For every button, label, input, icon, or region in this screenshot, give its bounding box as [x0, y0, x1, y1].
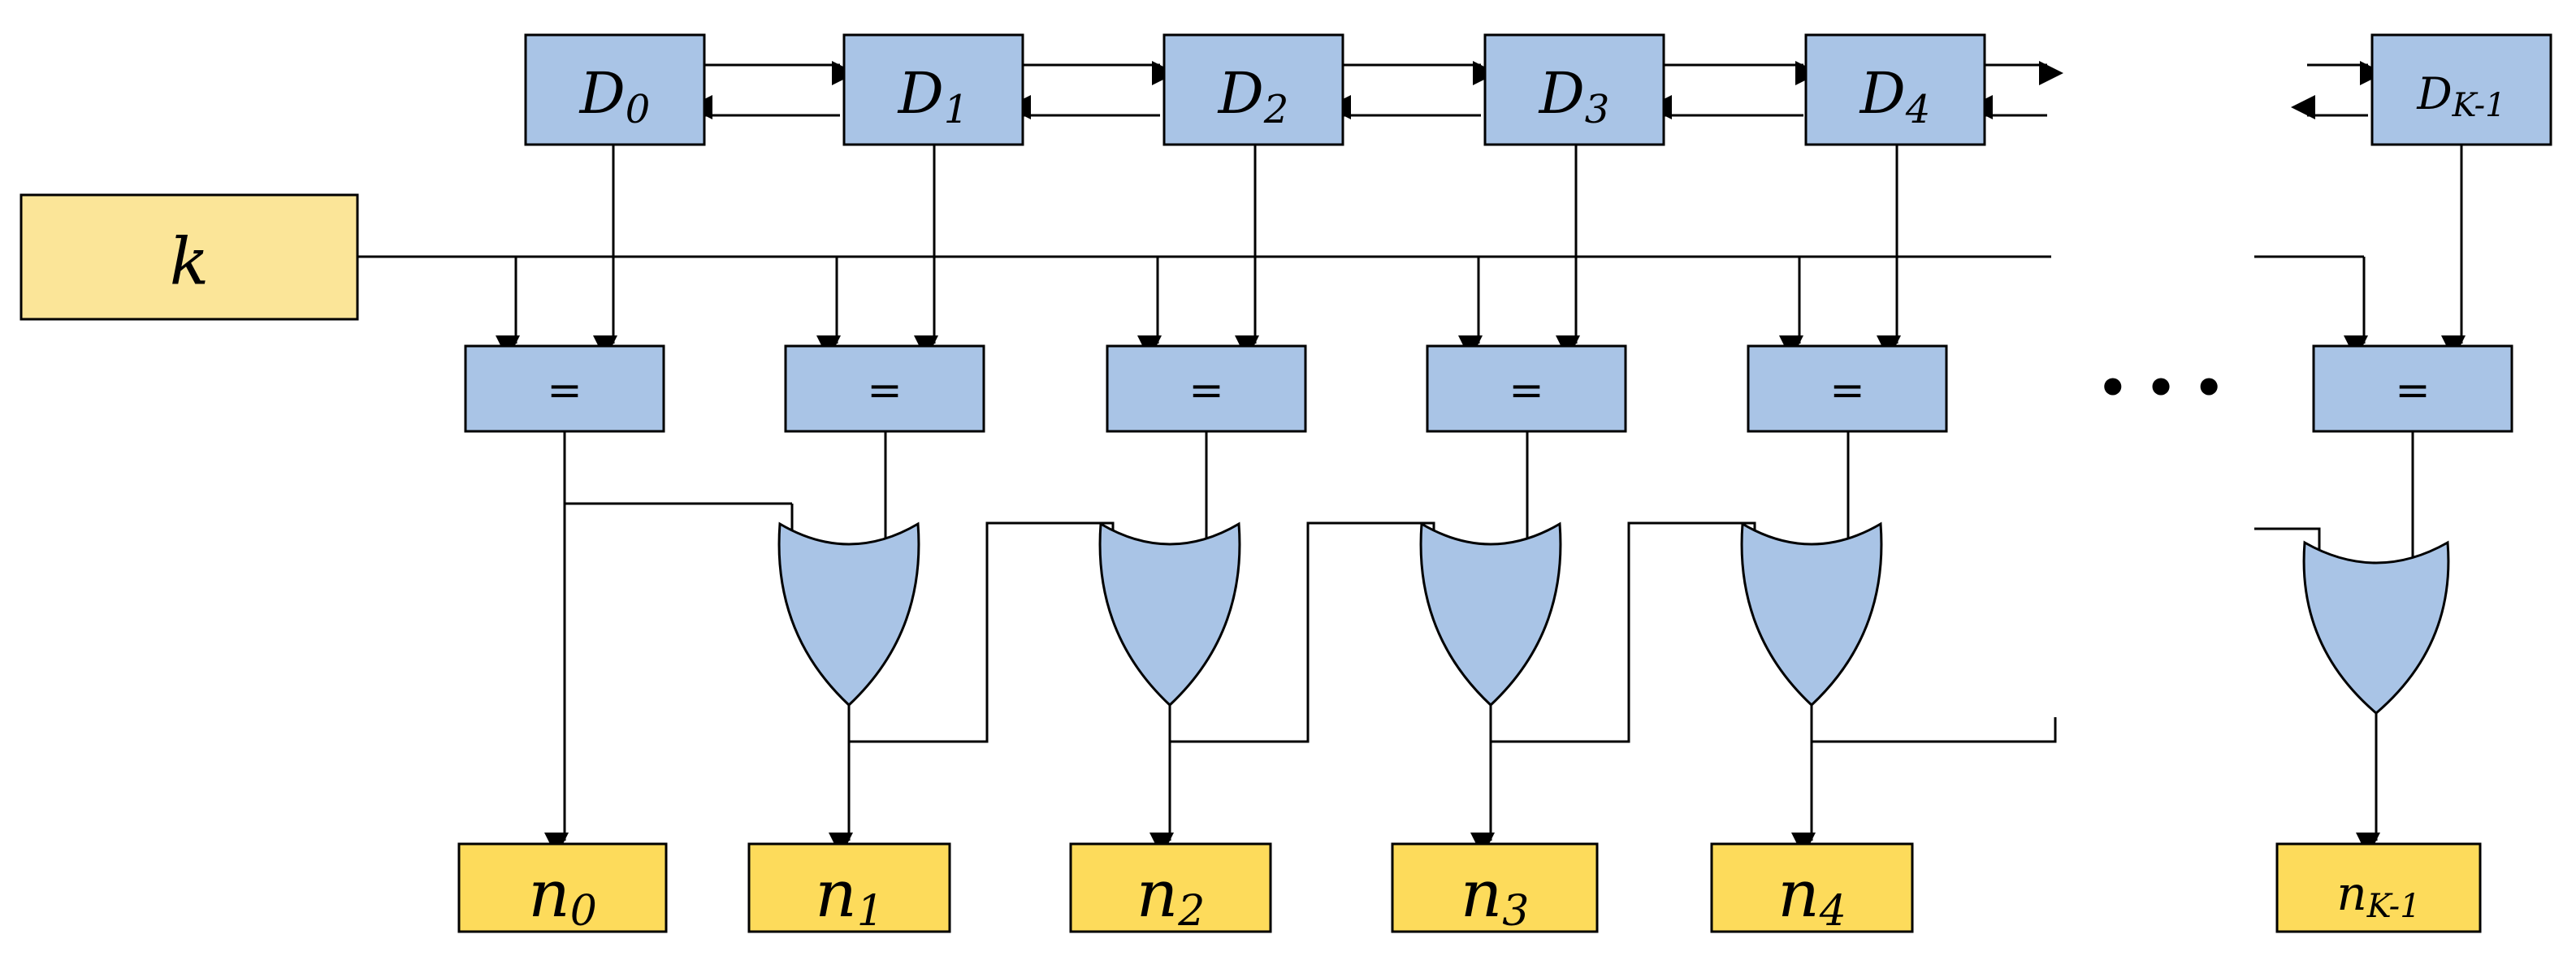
- output-n2-box: [1069, 842, 1272, 933]
- output-n3-box: [1391, 842, 1599, 933]
- register-d1-box: [842, 33, 1024, 146]
- output-label: n1: [815, 856, 884, 937]
- output-label: n0: [528, 856, 597, 937]
- register-to-comparator-arrows: [593, 145, 2466, 360]
- comparator-equals-label: =: [867, 366, 903, 415]
- output-n0-box: [457, 842, 668, 933]
- comparator-equals-label: =: [1829, 366, 1865, 415]
- register-label: D3: [1538, 60, 1610, 132]
- comparator-box: [1106, 344, 1307, 433]
- register-label: D2: [1217, 60, 1289, 132]
- output-n1-box: [747, 842, 951, 933]
- comparator-equals-label: =: [547, 366, 582, 415]
- output-n4-box: [1710, 842, 1914, 933]
- k-bus: [357, 255, 2368, 360]
- comparator-box: [1426, 344, 1627, 433]
- or-gates: [777, 521, 2450, 715]
- input-k-label: k: [170, 224, 209, 300]
- comparator-box: [464, 344, 665, 433]
- comparator-equals-label: =: [2395, 366, 2431, 415]
- register-label: D0: [578, 60, 651, 132]
- comparator-box: [784, 344, 985, 433]
- input-k-box: [19, 193, 359, 321]
- register-label: D1: [897, 60, 969, 132]
- output-label: n4: [1777, 856, 1846, 937]
- or-gate: [1098, 521, 1241, 707]
- comparator-equals-label: =: [1188, 366, 1224, 415]
- register-d0-box: [524, 33, 706, 146]
- or-gate: [1740, 521, 1883, 707]
- output-label: n3: [1461, 856, 1530, 937]
- comparator-box: [1747, 344, 1948, 433]
- register-chain-arrows: [688, 61, 2384, 119]
- ellipsis-text: • • •: [2098, 360, 2225, 417]
- register-d4-box: [1804, 33, 1986, 146]
- register-label: DK-1: [2416, 68, 2505, 125]
- comparator-box: [2312, 344, 2513, 433]
- or-gate: [777, 521, 920, 707]
- or-gate: [1419, 521, 1562, 707]
- register-label: D4: [1859, 60, 1931, 132]
- register-dk-1-box: [2370, 33, 2552, 146]
- register-d3-box: [1483, 33, 1665, 146]
- output-label: n2: [1136, 856, 1206, 937]
- comparator-equals-label: =: [1509, 366, 1544, 415]
- or-gate: [2302, 540, 2450, 715]
- output-nk-1-box: [2275, 842, 2482, 933]
- register-d2-box: [1162, 33, 1344, 146]
- output-label: nK-1: [2336, 866, 2420, 925]
- comparator-output-lines: [544, 431, 2414, 857]
